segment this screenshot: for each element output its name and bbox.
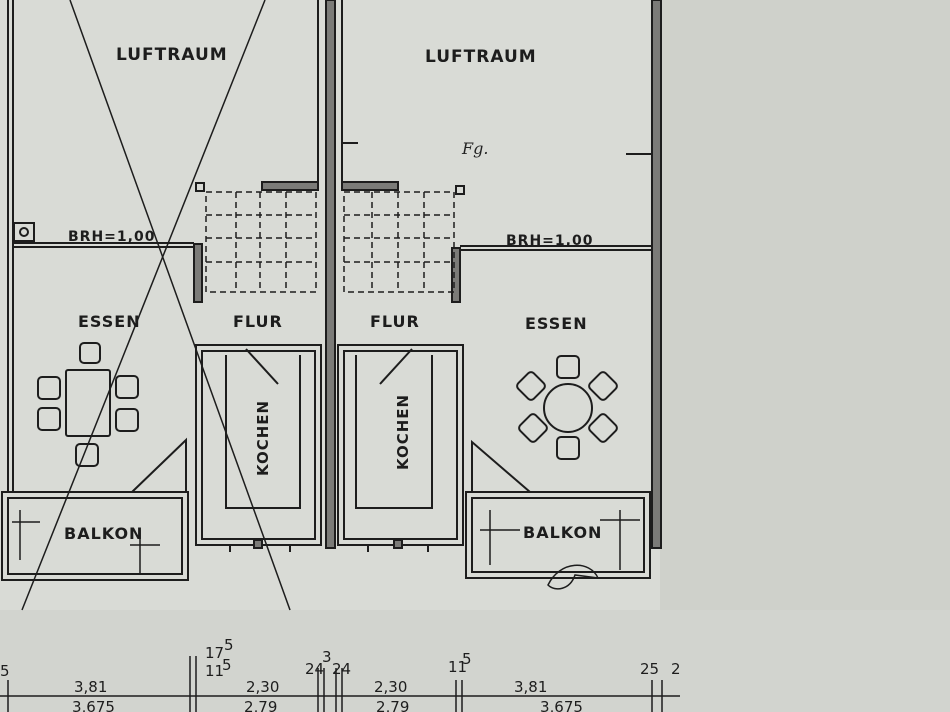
balconies <box>1 437 651 590</box>
dim-top-2: 17 <box>205 644 224 662</box>
label-right-balkon: BALKON <box>523 523 602 542</box>
kitchen-walls <box>195 344 464 552</box>
dim-bottom-4: 3,675 <box>540 698 583 712</box>
paper-margin <box>660 0 950 712</box>
dimension-lines <box>0 656 680 712</box>
dim-main-3: 2,30 <box>374 678 407 696</box>
dimension-labels: 5 17 5 11 5 24 3 24 11 5 25 2 3,81 2,30 … <box>0 636 681 712</box>
label-left-kochen: KOCHEN <box>254 400 272 476</box>
dim-top-10: 5 <box>462 650 472 668</box>
label-left-essen: ESSEN <box>78 312 141 331</box>
label-left-balkon: BALKON <box>64 524 143 543</box>
dim-main-1: 3,81 <box>74 678 107 696</box>
dim-bottom-2: 2,79 <box>244 698 277 712</box>
cross-out-lines <box>21 0 291 611</box>
walls <box>7 0 662 549</box>
dim-top-4: 11 <box>205 662 224 680</box>
dim-top-5: 5 <box>222 656 232 674</box>
dim-top-9: 11 <box>448 658 467 676</box>
paper-lower-band <box>0 610 950 712</box>
label-right-luftraum: LUFTRAUM <box>425 47 537 67</box>
dim-bottom-1: 3,675 <box>72 698 115 712</box>
label-right-brh: BRH=1,00 <box>506 233 593 249</box>
dim-top-1: 5 <box>0 662 10 680</box>
label-right-essen: ESSEN <box>525 314 588 333</box>
dim-top-12: 2 <box>671 660 681 678</box>
dim-bottom-3: 2,79 <box>376 698 409 712</box>
dim-top-8: 24 <box>332 660 351 678</box>
label-right-flur: FLUR <box>370 312 420 331</box>
label-left-luftraum: LUFTRAUM <box>116 45 228 65</box>
label-right-kochen: KOCHEN <box>394 394 412 470</box>
label-left-flur: FLUR <box>233 312 283 331</box>
dim-top-6: 24 <box>305 660 324 678</box>
label-left-brh: BRH=1,00 <box>68 229 155 245</box>
dim-top-11: 25 <box>640 660 659 678</box>
dim-main-2: 2,30 <box>246 678 279 696</box>
dim-top-7: 3 <box>322 648 332 666</box>
handwritten-note: Fg. <box>461 139 488 158</box>
dim-main-4: 3,81 <box>514 678 547 696</box>
stairs <box>205 191 455 293</box>
dim-top-3: 5 <box>224 636 234 654</box>
dining-furniture <box>37 342 618 467</box>
